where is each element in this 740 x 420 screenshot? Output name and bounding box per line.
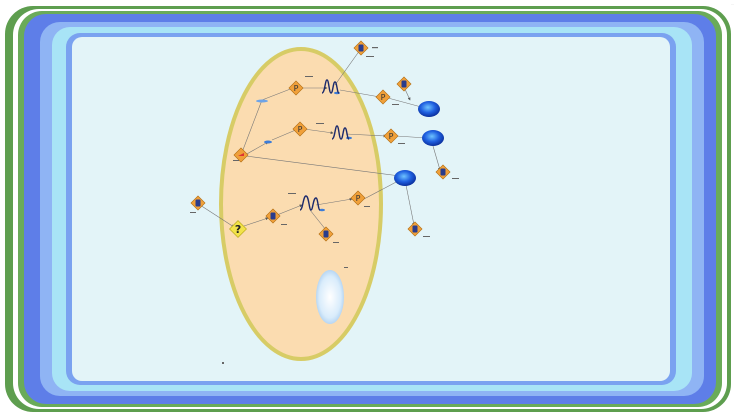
protein-node[interactable]: P <box>383 128 399 144</box>
annotation-speck <box>366 56 374 57</box>
annotation-speck <box>190 212 196 213</box>
edge <box>334 49 361 86</box>
edge <box>345 133 387 138</box>
gene-node[interactable] <box>435 164 451 180</box>
edge <box>363 179 401 200</box>
gene-diamond-icon <box>440 168 446 176</box>
unknown-node[interactable]: ? <box>229 220 247 238</box>
receptor-oval[interactable] <box>422 130 444 146</box>
annotation-speck <box>333 242 339 243</box>
transcription-peak-icon <box>331 125 350 140</box>
protein-diamond-icon: P <box>389 132 394 141</box>
gene-node[interactable] <box>265 208 281 224</box>
receptor-oval[interactable] <box>418 101 440 117</box>
gene-diamond-icon <box>401 80 407 88</box>
transcription-peak-icon <box>321 79 340 94</box>
annotation-speck <box>372 47 378 49</box>
protein-node[interactable]: P <box>375 89 391 105</box>
gene-diamond-icon <box>323 230 329 238</box>
annotation-speck <box>344 267 348 268</box>
gene-diamond-icon <box>412 225 418 233</box>
gene-node[interactable] <box>318 226 334 242</box>
protein-diamond-icon: P <box>298 125 303 134</box>
protein-diamond-icon: P <box>356 194 361 203</box>
edge <box>276 204 303 216</box>
pathway-nodes: P P P P P <box>190 40 451 242</box>
gene-node[interactable] <box>190 195 206 211</box>
edge <box>405 184 416 226</box>
receptor-oval[interactable] <box>394 170 416 186</box>
protein-node[interactable]: P <box>350 190 366 206</box>
edge <box>303 128 334 135</box>
edge <box>395 135 428 140</box>
gene-diamond-icon <box>358 44 364 52</box>
edge <box>432 145 441 171</box>
gene-node[interactable] <box>396 76 412 92</box>
protein-diamond-icon: P <box>294 84 299 93</box>
vacuole <box>316 270 344 324</box>
annotation-speck <box>288 193 296 194</box>
annotation-speck <box>423 236 430 237</box>
complex-tag <box>256 99 268 103</box>
edge <box>261 87 294 101</box>
tiny-annotations <box>190 47 459 364</box>
complex-tag <box>264 140 272 144</box>
annotation-speck <box>398 143 405 144</box>
gene-node[interactable] <box>353 40 369 56</box>
edge <box>243 217 269 227</box>
edge <box>240 99 263 156</box>
protein-node[interactable]: P <box>292 121 308 137</box>
complex-tag <box>319 208 325 212</box>
annotation-speck <box>364 206 370 207</box>
edge <box>244 141 269 156</box>
edge <box>309 209 327 231</box>
edge <box>271 128 299 141</box>
transcription-glyphs <box>299 79 350 211</box>
annotation-speck <box>222 362 224 364</box>
protein-node[interactable]: P <box>288 80 304 96</box>
complex-tags <box>256 91 352 212</box>
signal-node[interactable] <box>233 147 249 163</box>
edge <box>315 197 353 206</box>
annotation-speck <box>316 123 324 124</box>
annotation-speck <box>305 76 313 77</box>
annotation-speck <box>392 104 399 105</box>
edge <box>199 204 235 228</box>
unknown-diamond-icon: ? <box>235 223 241 236</box>
gene-diamond-icon <box>270 212 276 220</box>
gene-node[interactable] <box>407 221 423 237</box>
signal-diamond-icon <box>238 153 244 156</box>
annotation-speck <box>281 224 287 225</box>
transcription-peak-icon <box>299 195 321 211</box>
receptors <box>394 101 444 186</box>
complex-tag <box>334 91 340 95</box>
gene-diamond-icon <box>195 199 201 207</box>
annotation-speck <box>452 178 459 179</box>
corner-label: ··· <box>731 2 734 6</box>
edge <box>339 89 381 99</box>
annotation-speck <box>233 160 239 161</box>
edge <box>245 155 401 178</box>
protein-diamond-icon: P <box>381 93 386 102</box>
